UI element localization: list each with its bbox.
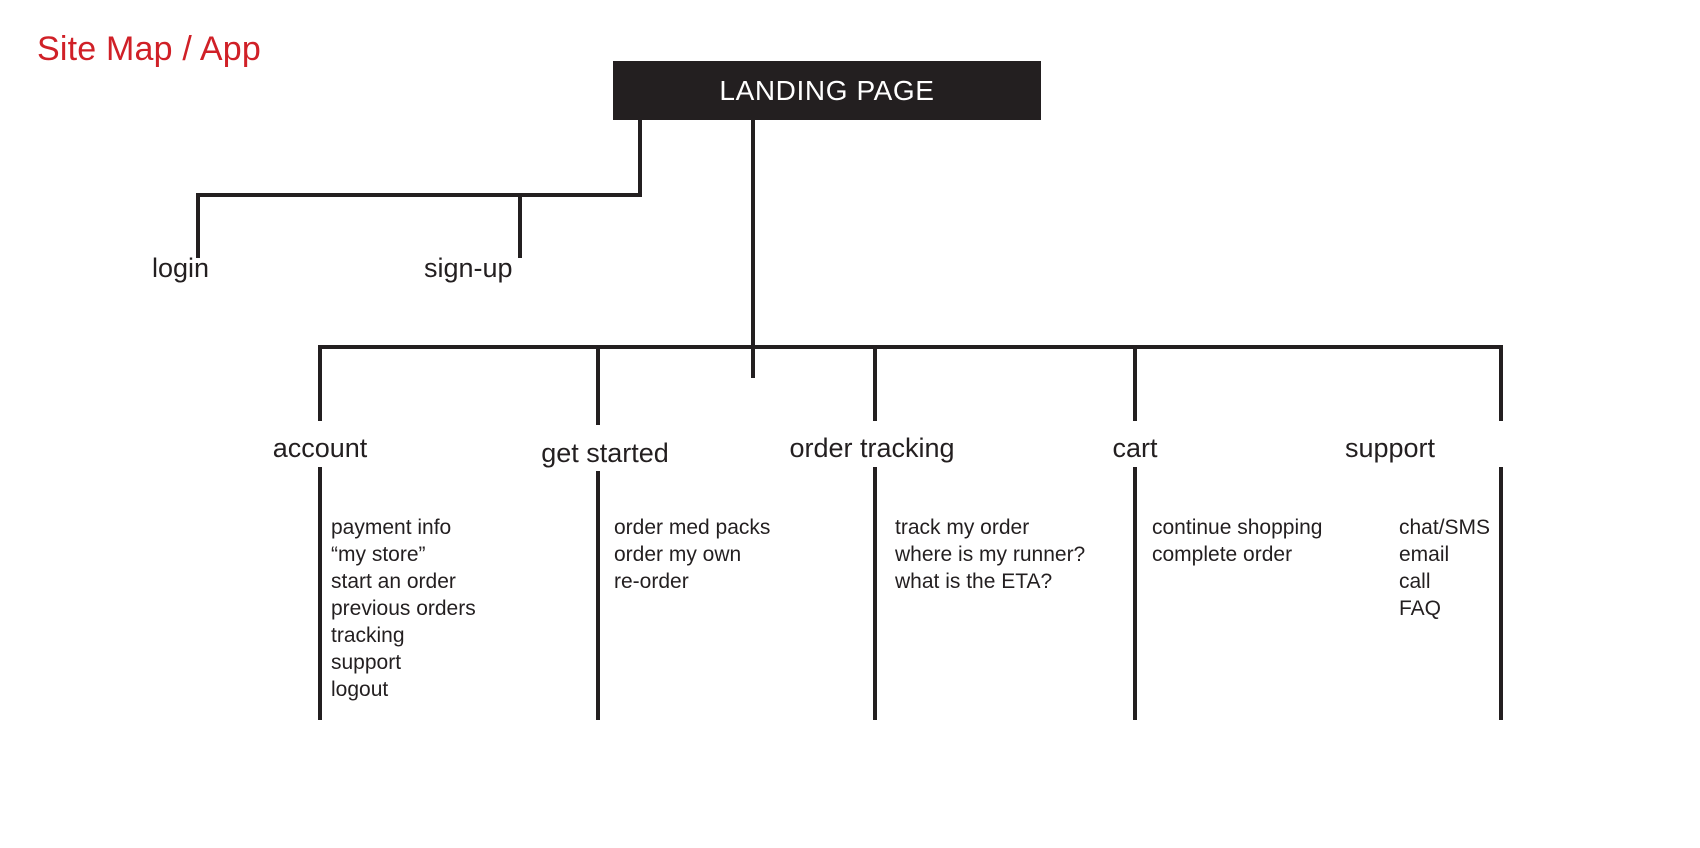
connector-account-upper (318, 345, 322, 421)
sublist-support: chat/SMS email call FAQ (1399, 514, 1490, 622)
connector-login-drop (196, 193, 200, 258)
list-item[interactable]: track my order (895, 516, 1030, 539)
connector-support-upper (1499, 345, 1503, 421)
connector-support-lower (1499, 467, 1503, 720)
list-item[interactable]: continue shopping (1152, 516, 1323, 539)
list-item[interactable]: payment info (331, 516, 452, 539)
node-landing-page-label: LANDING PAGE (719, 74, 935, 106)
node-order-tracking-label: order tracking (789, 433, 955, 463)
connector-auth-bus (196, 193, 642, 197)
connector-cart-lower (1133, 467, 1137, 720)
list-item[interactable]: FAQ (1399, 597, 1442, 620)
sublist-get-started: order med packs order my own re-order (614, 514, 770, 595)
connector-auth-stem (638, 120, 642, 197)
node-login[interactable]: login (152, 252, 209, 284)
sublist-order-tracking: track my order where is my runner? what … (895, 514, 1085, 595)
list-item[interactable]: complete order (1152, 543, 1293, 566)
list-item[interactable]: start an order (331, 570, 456, 593)
node-get-started-label: get started (541, 438, 669, 468)
list-item[interactable]: where is my runner? (895, 543, 1086, 566)
node-account-label: account (272, 433, 368, 463)
list-item[interactable]: “my store” (331, 543, 426, 566)
connector-main-stem (751, 120, 755, 378)
list-item[interactable]: email (1399, 543, 1450, 566)
connector-signup-drop (518, 193, 522, 258)
connector-get-started-lower (596, 471, 600, 720)
node-signup[interactable]: sign-up (424, 252, 513, 284)
node-landing-page[interactable]: LANDING PAGE (613, 61, 1041, 120)
list-item[interactable]: tracking (331, 624, 405, 647)
node-support-label: support (1344, 433, 1436, 463)
list-item[interactable]: call (1399, 570, 1431, 593)
sublist-cart: continue shopping complete order (1152, 514, 1322, 568)
list-item[interactable]: logout (331, 678, 389, 701)
list-item[interactable]: order med packs (614, 516, 771, 539)
sublist-account: payment info “my store” start an order p… (331, 514, 476, 703)
page-title: Site Map / App (37, 30, 261, 68)
node-get-started[interactable]: get started (541, 437, 669, 469)
connector-get-started-upper (596, 345, 600, 425)
list-item[interactable]: previous orders (331, 597, 476, 620)
node-cart[interactable]: cart (1112, 432, 1157, 464)
list-item[interactable]: re-order (614, 570, 689, 593)
node-account[interactable]: account (273, 432, 368, 464)
connector-account-lower (318, 467, 322, 720)
connector-order-tracking-upper (873, 345, 877, 421)
connector-main-bus (318, 345, 1503, 349)
list-item[interactable]: chat/SMS (1399, 516, 1491, 539)
connector-cart-upper (1133, 345, 1137, 421)
node-cart-label: cart (1112, 433, 1158, 463)
connector-order-tracking-lower (873, 467, 877, 720)
list-item[interactable]: what is the ETA? (895, 570, 1053, 593)
node-order-tracking[interactable]: order tracking (789, 432, 954, 464)
list-item[interactable]: order my own (614, 543, 742, 566)
node-login-label: login (152, 253, 210, 283)
node-signup-label: sign-up (424, 253, 513, 283)
node-support[interactable]: support (1345, 432, 1435, 464)
list-item[interactable]: support (331, 651, 402, 674)
